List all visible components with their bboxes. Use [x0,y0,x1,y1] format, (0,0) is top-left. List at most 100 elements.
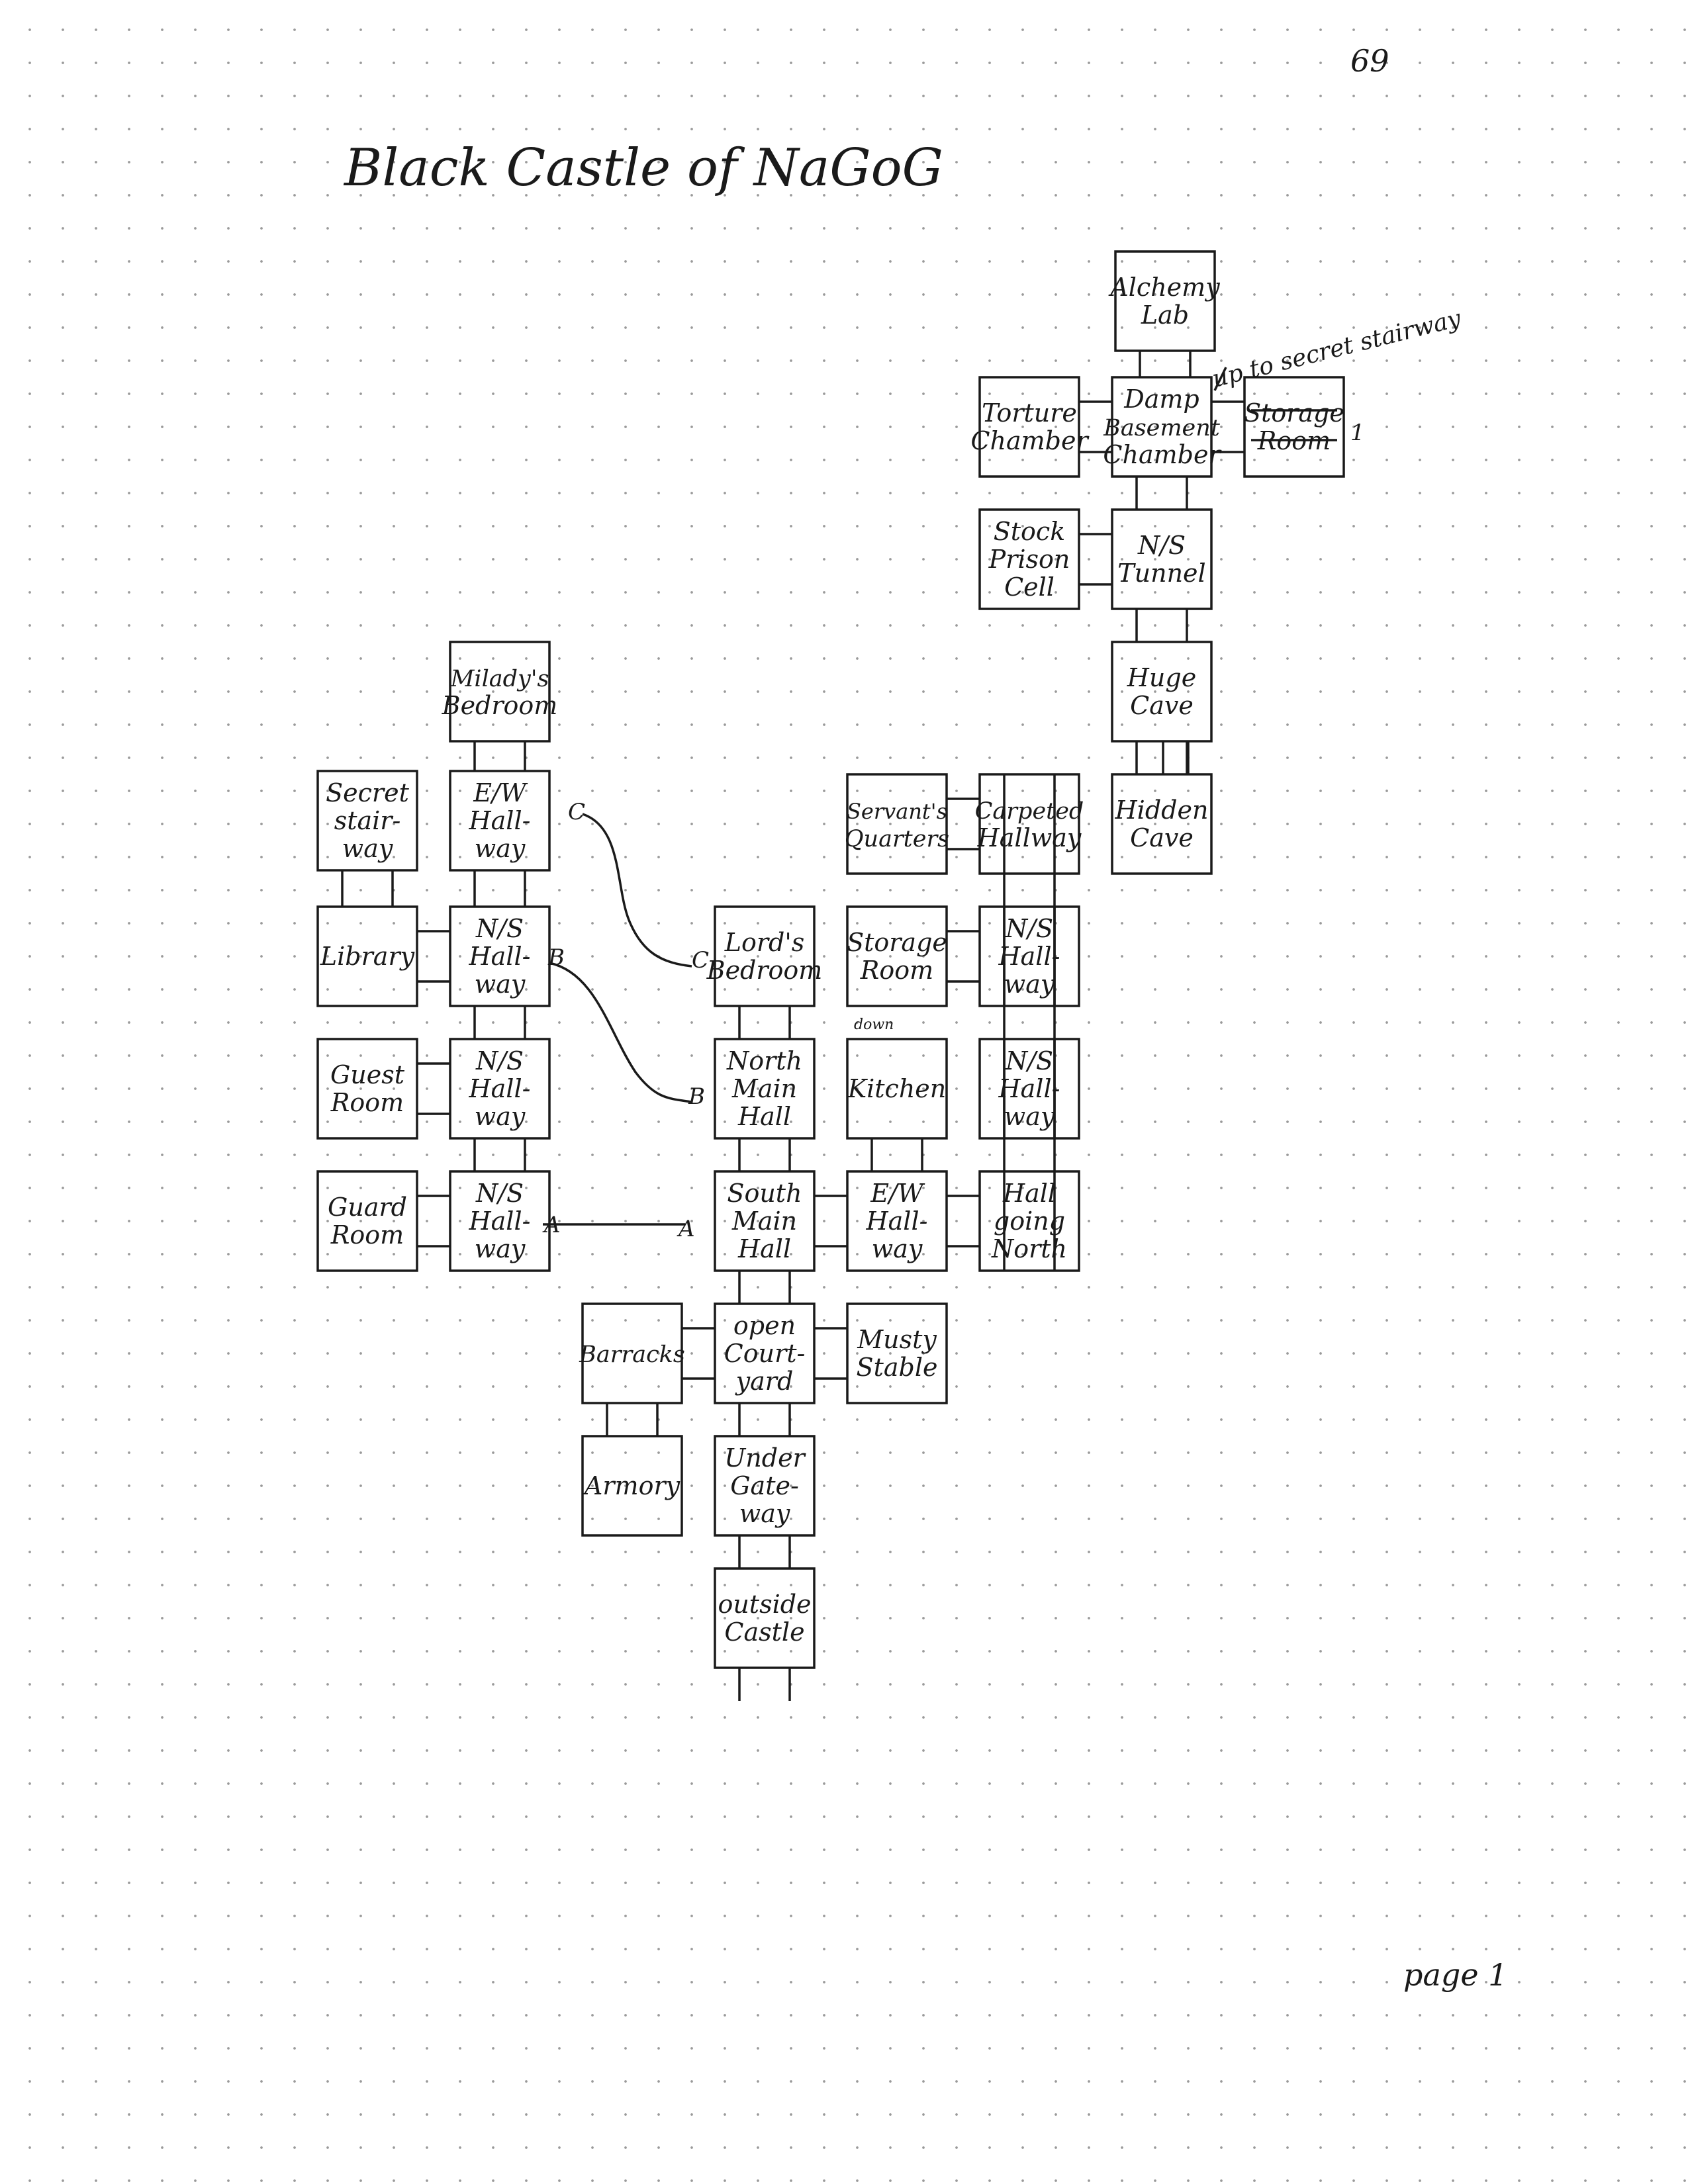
stairway-note: up to secret stairway [1209,305,1464,393]
passage-south-main-hall-ew-hallway-e [814,1195,847,1248]
room-label: way [475,1234,526,1263]
room-label: Hall- [469,806,531,835]
room-label: Musty [857,1325,937,1354]
page-title: Black Castle of NaGoG [343,138,943,198]
passage-barracks-open-courtyard [682,1327,715,1380]
room-label: Prison [988,545,1070,574]
room-label: Hall- [866,1206,928,1236]
link-line-b [549,962,692,1103]
passage-torture-chamber-damp-basement-chamber [1079,400,1112,453]
room-label: Room [330,1220,404,1250]
room-box [714,1435,816,1537]
room-label: Hidden [1115,796,1209,825]
room-label: Huge [1127,663,1196,692]
room-label: way [475,834,526,863]
passage-open-courtyard-musty-stable [814,1327,847,1380]
passage-under-gateway-outside-castle [738,1535,791,1569]
room-label: Hallway [977,823,1082,852]
room-label: Hall- [469,1206,531,1236]
room-label: Castle [724,1617,804,1647]
room-box [978,1170,1080,1272]
room-box [1111,773,1213,875]
room-box [316,770,418,872]
stairway-note-pointer [1213,367,1227,391]
room-box [714,1302,816,1404]
room-label: Damp [1123,385,1199,414]
exit-passage-2 [738,1668,791,1701]
room-library: Library [316,905,418,1007]
room-label: open [733,1311,796,1340]
room-label: way [475,1102,526,1131]
room-label: N/S [1005,1046,1053,1075]
room-label: Armory [583,1471,680,1500]
passage-miladys-bedroom-ew-hallway-nw [473,741,526,771]
room-label: going [994,1206,1065,1236]
room-label: Under [724,1443,806,1473]
room-boxes: AlchemyLabTortureChamberDampBasementCham… [316,250,1345,1669]
room-label: stair- [334,806,401,835]
passage-huge-cave-hidden-cave [1135,741,1188,774]
room-box [978,905,1080,1007]
room-label: Chamber [970,426,1090,455]
passage-open-courtyard-under-gateway [738,1403,791,1436]
room-label: Bedroom [442,691,558,720]
room-box [316,905,418,1007]
room-box [581,1302,683,1404]
room-box [714,1170,816,1272]
room-box [978,376,1080,478]
link-marker-a-right: A [677,1216,695,1242]
room-label: Stock [994,517,1066,546]
room-label: Basement [1103,415,1221,441]
room-box [846,905,948,1007]
room-label: Gate- [730,1471,799,1500]
exit-passage-3 [1162,741,1190,774]
room-box [1243,376,1345,478]
room-kitchen: Kitchen [846,1038,948,1140]
room-label: Alchemy [1108,273,1220,302]
link-marker-c-left: C [568,799,585,825]
page-footer: page 1 [1403,1957,1507,1993]
passage-guest-room-ns-hallway-2 [417,1062,450,1115]
room-label: N/S [475,914,524,943]
room-label: Hall- [998,942,1060,971]
room-label: North [726,1046,802,1075]
passage-ew-hallway-nw-ns-hallway-1 [473,870,526,907]
room-label: Hall- [998,1074,1060,1103]
room-label: Lab [1141,300,1189,330]
room-box [846,1038,948,1140]
room-label: Servant's [847,799,947,824]
passage-lords-bedroom-north-main-hall [738,1006,791,1039]
room-label: Guest [330,1060,405,1089]
passage-secret-stairway-library [341,870,394,907]
link-line-c [582,813,692,968]
room-box [846,1302,948,1404]
room-label: Chamber [1103,440,1222,469]
room-label: N/S [475,1179,524,1208]
room-label: yard [735,1367,794,1396]
passage-kitchen-ew-hallway-e [870,1138,923,1171]
passage-storage-room-e-ns-hallway-e1 [947,930,980,983]
room-box [714,1567,816,1669]
room-label: Carpeted [975,798,1084,825]
room-box [449,905,551,1007]
room-box [978,508,1080,610]
room-label: outside [718,1590,811,1619]
room-box [1111,508,1213,610]
